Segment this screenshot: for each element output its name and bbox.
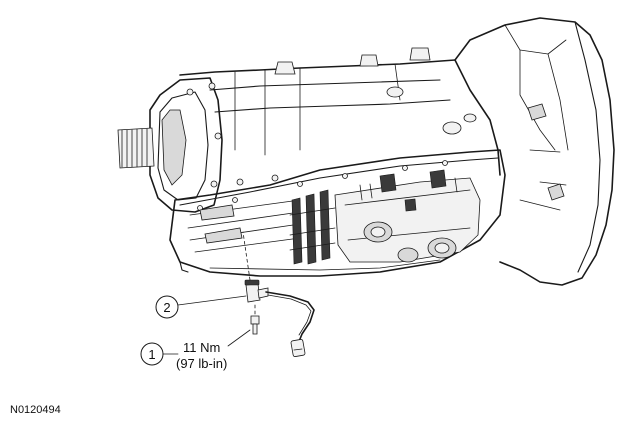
sensor-harness bbox=[265, 291, 315, 345]
callout-1-number: 1 bbox=[148, 347, 155, 362]
sensor-body bbox=[245, 283, 261, 303]
figure-id: N0120494 bbox=[10, 404, 61, 416]
transmission-case bbox=[117, 17, 615, 286]
callout-2-number: 2 bbox=[163, 300, 170, 315]
bolt bbox=[250, 301, 260, 335]
harness-connector bbox=[290, 338, 306, 358]
torque-spec-metric: 11 Nm bbox=[183, 340, 220, 355]
input-shaft bbox=[117, 127, 155, 169]
sensor-assembly bbox=[242, 231, 315, 358]
callout-2: 2 bbox=[155, 295, 247, 319]
valve-body bbox=[169, 149, 506, 277]
torque-spec-imperial: (97 lb-in) bbox=[176, 356, 227, 371]
callout-1: 1 11 Nm (97 lb-in) bbox=[140, 329, 251, 371]
